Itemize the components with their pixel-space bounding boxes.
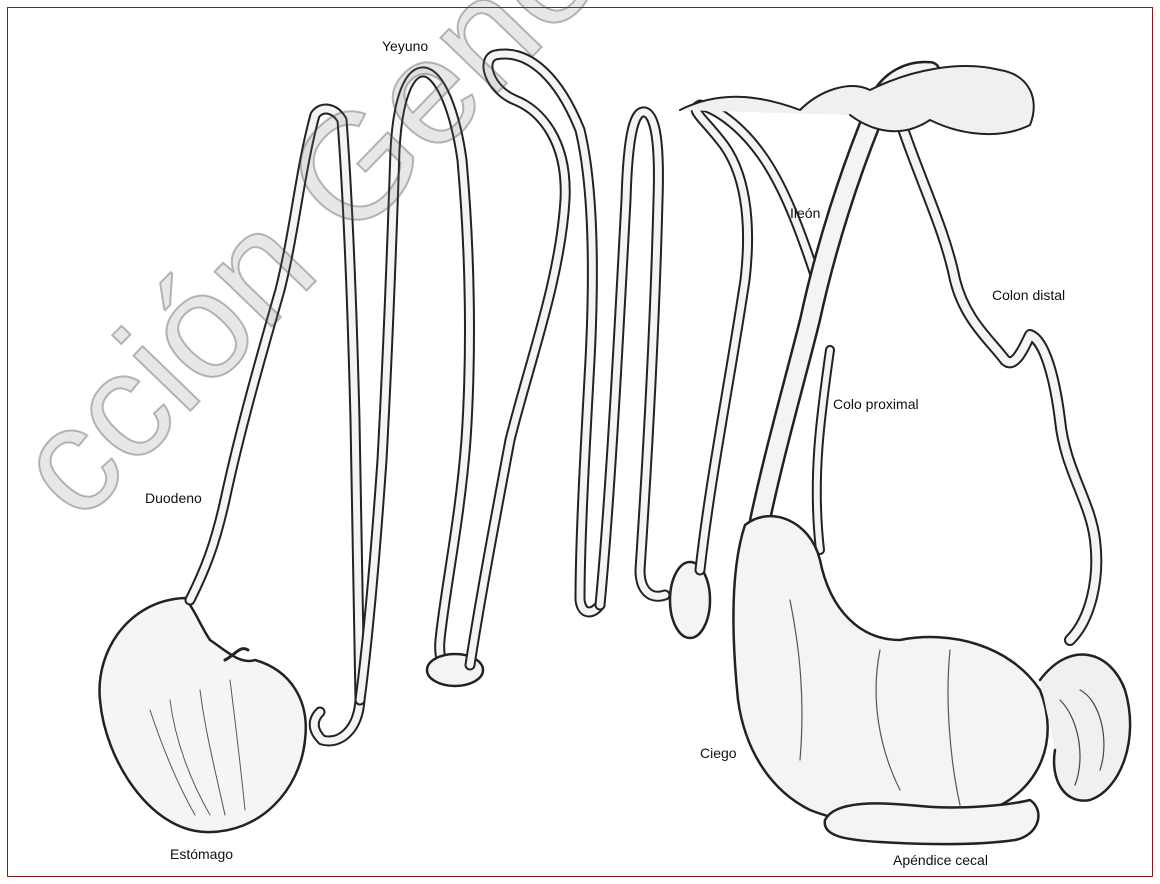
stomach-shape <box>100 598 306 832</box>
jejunum-loop-1 <box>360 72 469 700</box>
label-estomago: Estómago <box>170 846 233 862</box>
label-colon-distal: Colon distal <box>992 287 1065 303</box>
label-apendice-cecal: Apéndice cecal <box>893 852 988 868</box>
label-ciego: Ciego <box>700 745 737 761</box>
appendix-shape <box>825 800 1039 844</box>
label-duodeno: Duodeno <box>145 490 202 506</box>
label-yeyuno: Yeyuno <box>382 38 428 54</box>
label-ileon: Ileón <box>790 205 820 221</box>
label-colo-proximal: Colo proximal <box>833 396 919 412</box>
cecum-shape <box>734 516 1048 825</box>
